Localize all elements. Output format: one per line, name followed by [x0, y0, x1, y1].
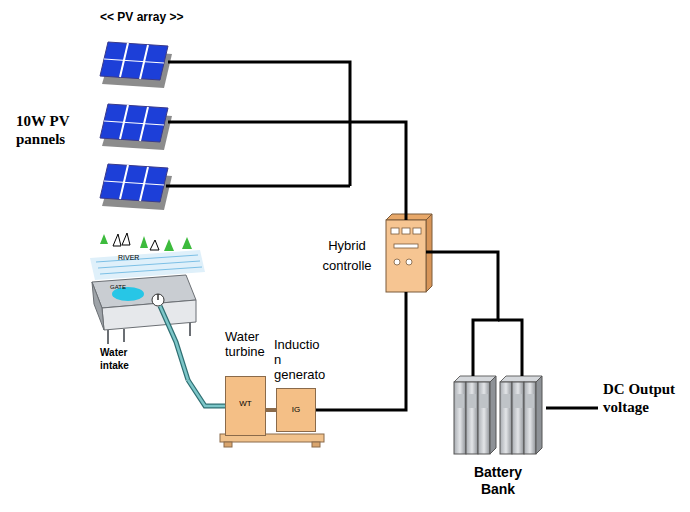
battery-cells-part	[478, 382, 490, 454]
induction-generator: Inductio n generatoIG	[276, 388, 316, 432]
pv-wires-part	[166, 185, 350, 188]
battery-wires-part	[498, 320, 522, 376]
water-intake-picture-part	[160, 306, 188, 380]
hybrid-controller-box-part	[413, 228, 421, 234]
battery-cells-part	[524, 382, 536, 454]
pv-panels-part	[100, 104, 172, 150]
node-label: << PV array >>	[100, 10, 234, 25]
pv-panels	[100, 42, 172, 210]
node-label: IG	[277, 405, 315, 415]
water-intake-picture	[90, 233, 205, 380]
battery-wires	[498, 320, 598, 408]
water-intake-picture-part	[113, 234, 121, 246]
connector-line	[266, 408, 276, 412]
battery-cells-part	[502, 394, 510, 408]
node-label: Inductio n generato	[274, 337, 330, 382]
wire	[316, 292, 406, 410]
node-label: 10W PV pannels	[16, 112, 90, 148]
connector-line	[316, 292, 406, 410]
battery-cells-part	[526, 394, 534, 408]
pv-panels-part	[100, 42, 172, 88]
hybrid-controller-box-part	[406, 259, 412, 265]
connector-line	[188, 380, 225, 406]
water-intake-picture-part	[189, 323, 191, 336]
water-intake-picture-part	[182, 237, 192, 249]
battery-cells-part	[454, 382, 466, 454]
battery-cells	[454, 376, 542, 454]
pv-wires-part	[168, 121, 236, 124]
water-intake-picture-part	[164, 239, 174, 251]
water-intake-picture-part	[107, 330, 109, 344]
water-intake-picture-part	[102, 300, 196, 330]
connector-line	[426, 252, 498, 376]
turbine-base-part	[224, 442, 232, 447]
node-label: Hybrid controlle	[314, 236, 380, 276]
battery-cells-part	[456, 394, 464, 408]
node-label: Water intake	[100, 346, 152, 372]
water-intake-picture-part	[150, 240, 159, 250]
water-intake-picture-part	[123, 329, 125, 342]
water-intake-picture-part	[98, 261, 200, 268]
water-intake-picture-part	[160, 306, 188, 380]
connector-line	[188, 380, 225, 406]
node-label: Battery Bank	[460, 464, 536, 498]
node-label: WT	[226, 399, 265, 409]
hybrid-controller-box-part	[394, 244, 418, 248]
hybrid-controller-box-part	[402, 228, 410, 234]
hybrid-controller: Hybrid controlle	[386, 220, 426, 292]
turbine-base-part	[312, 442, 320, 447]
node-label: Water turbine	[225, 329, 273, 359]
hybrid-controller-box	[386, 214, 432, 292]
hybrid-controller-box-part	[394, 259, 400, 265]
battery-bank: Battery Bank	[450, 376, 546, 456]
connector-line	[236, 122, 406, 220]
pv-wires	[166, 62, 350, 186]
water-turbine: Water turbineWT	[225, 376, 266, 436]
battery-cells-part	[466, 382, 478, 454]
node-label: RIVER	[118, 254, 148, 262]
battery-cells-part	[480, 394, 488, 408]
hybrid-controller-box-part	[391, 228, 399, 234]
pv-wires-part	[168, 62, 350, 186]
water-intake-picture-part	[157, 294, 159, 300]
wire	[426, 252, 498, 376]
battery-cells-part	[514, 394, 522, 408]
output-label: DC Output voltage	[603, 380, 689, 416]
battery-cells-part	[536, 376, 542, 454]
water-intake-picture-part	[90, 250, 205, 280]
water-intake-picture-part	[96, 255, 198, 262]
battery-cells-part	[512, 382, 524, 454]
water-intake-picture-part	[152, 294, 164, 306]
battery-cells-part	[500, 376, 542, 382]
water-intake-picture-part	[100, 267, 202, 274]
hybrid-controller-box-part	[386, 220, 426, 292]
water-intake-picture-part	[100, 234, 108, 244]
battery-cells-part	[454, 376, 496, 382]
battery-wires-part	[546, 407, 598, 410]
water-intake-picture-part	[92, 282, 104, 330]
battery-cells-part	[468, 394, 476, 408]
battery-cells-part	[490, 376, 496, 454]
battery-cells-part	[500, 382, 512, 454]
water-intake: RIVER GATE Water intake	[82, 228, 205, 380]
water-pipe	[188, 380, 225, 406]
wire	[236, 122, 406, 220]
pv-panels-part	[100, 164, 172, 210]
pv-array: << PV array >> 10W PV pannels	[10, 8, 236, 200]
turbine-shaft	[266, 410, 276, 411]
hybrid-controller-box-part	[386, 214, 432, 220]
node-label: GATE	[110, 284, 136, 291]
water-intake-picture-part	[122, 233, 130, 245]
water-intake-picture-part	[140, 236, 148, 248]
